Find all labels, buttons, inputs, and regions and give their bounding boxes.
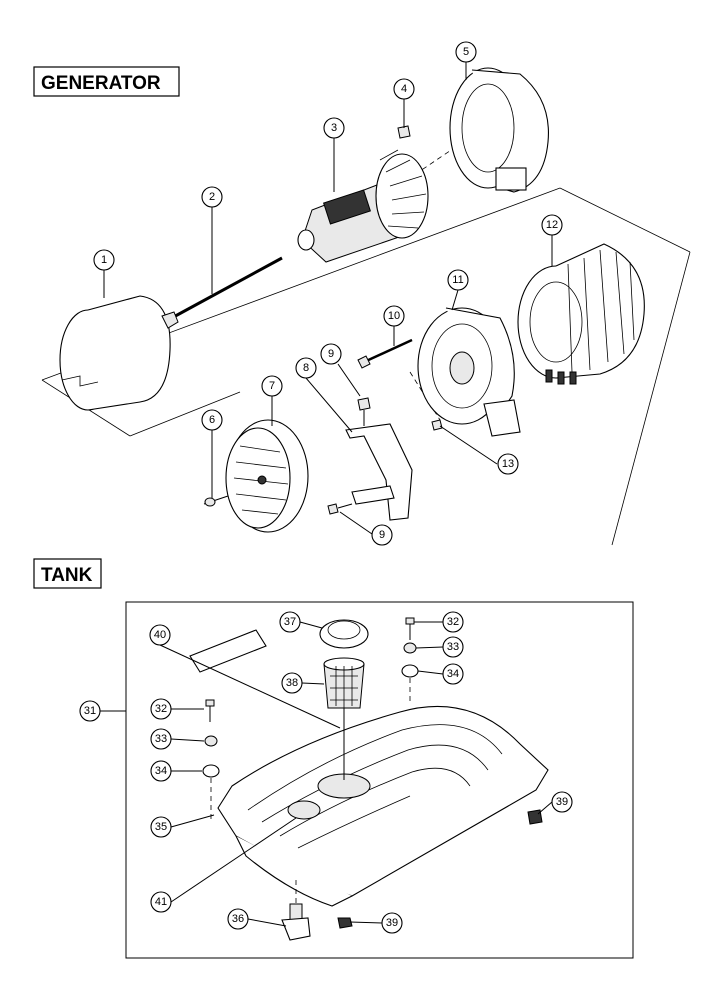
- callout-41: 41: [150, 891, 172, 913]
- svg-text:40: 40: [154, 629, 166, 641]
- svg-text:34: 34: [155, 765, 167, 777]
- svg-text:33: 33: [155, 733, 167, 745]
- part-11-front-bracket: [417, 307, 521, 437]
- svg-text:39: 39: [556, 796, 568, 808]
- part-9-bolt-lower: [327, 503, 353, 515]
- part-7-end-cover: [225, 419, 309, 533]
- callout-34-right: 34: [442, 663, 464, 685]
- callout-40: 40: [149, 624, 171, 646]
- svg-text:4: 4: [401, 83, 407, 95]
- callout-3: 3: [323, 117, 345, 139]
- callout-33-left: 33: [150, 728, 172, 750]
- svg-text:35: 35: [155, 821, 167, 833]
- svg-text:2: 2: [209, 191, 215, 203]
- callout-8: 8: [295, 357, 317, 379]
- svg-text:34: 34: [447, 668, 459, 680]
- tank-title: TANK: [41, 565, 93, 586]
- part-8-mounting-bracket: [345, 423, 413, 521]
- part-33-washer-right: [403, 642, 417, 654]
- callout-11: 11: [447, 269, 469, 291]
- callout-2: 2: [201, 186, 223, 208]
- svg-text:9: 9: [379, 529, 385, 541]
- callout-39-bottom: 39: [381, 912, 403, 934]
- part-33-washer-left: [204, 735, 218, 747]
- callout-33-right: 33: [442, 636, 464, 658]
- part-9-bolt-upper: [357, 397, 371, 426]
- tank-leader-lines: [100, 621, 553, 927]
- svg-text:32: 32: [155, 703, 167, 715]
- part-32-bolt-left: [205, 699, 215, 722]
- callout-10: 10: [383, 305, 405, 327]
- assembly-axis-base: [129, 391, 241, 437]
- part-13-bolt: [431, 419, 443, 431]
- generator-section: GENERATOR: [33, 41, 691, 546]
- callout-7: 7: [261, 375, 283, 397]
- svg-text:31: 31: [84, 705, 96, 717]
- callout-1: 1: [93, 249, 115, 271]
- callout-13: 13: [497, 453, 519, 475]
- svg-text:6: 6: [209, 414, 215, 426]
- generator-leader-lines: [103, 62, 553, 535]
- part-12-stator: [517, 243, 645, 385]
- stator-leads: [545, 369, 577, 385]
- part-34-grommet-left: [202, 764, 220, 778]
- callout-31: 31: [79, 700, 101, 722]
- svg-text:12: 12: [546, 219, 558, 231]
- callout-9-lower: 9: [371, 524, 393, 546]
- generator-title: GENERATOR: [41, 73, 161, 94]
- callout-34-left: 34: [150, 760, 172, 782]
- svg-text:38: 38: [286, 677, 298, 689]
- assembly-axis-upper-end: [559, 187, 691, 253]
- part-5-rear-bracket: [449, 67, 549, 193]
- part-39-foot-bottom: [337, 917, 353, 929]
- part-31-fuel-tank: [217, 705, 549, 907]
- callout-32-right: 32: [442, 611, 464, 633]
- tank-frame: [125, 601, 634, 959]
- generator-title-box: [33, 66, 180, 97]
- svg-text:10: 10: [388, 310, 400, 322]
- svg-text:32: 32: [447, 616, 459, 628]
- callout-4: 4: [393, 78, 415, 100]
- callout-39-right: 39: [551, 791, 573, 813]
- svg-text:7: 7: [269, 380, 275, 392]
- assembly-axis-right: [611, 251, 691, 546]
- svg-text:33: 33: [447, 641, 459, 653]
- callout-12: 12: [541, 214, 563, 236]
- svg-text:11: 11: [452, 274, 463, 286]
- svg-text:37: 37: [284, 616, 296, 628]
- callout-5: 5: [455, 41, 477, 63]
- callout-32-left: 32: [150, 698, 172, 720]
- part-40-label: [189, 629, 267, 673]
- callout-36: 36: [227, 908, 249, 930]
- svg-text:1: 1: [101, 254, 107, 266]
- svg-text:39: 39: [386, 917, 398, 929]
- svg-text:5: 5: [463, 46, 469, 58]
- svg-text:13: 13: [502, 458, 514, 470]
- part-2-through-bolt: [161, 256, 283, 329]
- svg-text:3: 3: [331, 122, 337, 134]
- part-34-grommet-right: [401, 664, 419, 678]
- callout-37: 37: [279, 611, 301, 633]
- part-36-fuel-cock: [281, 880, 311, 941]
- part-32-bolt-right: [405, 617, 415, 640]
- svg-text:41: 41: [155, 896, 167, 908]
- callout-35: 35: [150, 816, 172, 838]
- tank-title-box: [33, 558, 102, 589]
- part-3-rotor: [297, 149, 429, 263]
- part-1-cover-band: [59, 295, 171, 411]
- part-38-strainer: [323, 657, 365, 709]
- rotor-fan: [375, 149, 429, 239]
- svg-text:9: 9: [328, 348, 334, 360]
- part-10-stud-bolt: [357, 338, 413, 369]
- tank-section: TANK: [33, 558, 634, 959]
- callout-38: 38: [281, 672, 303, 694]
- part-4-bolt: [397, 122, 411, 139]
- svg-text:8: 8: [303, 362, 309, 374]
- callout-9-upper: 9: [320, 343, 342, 365]
- svg-text:36: 36: [232, 913, 244, 925]
- part-37-fuel-cap: [319, 619, 369, 649]
- callout-6: 6: [201, 409, 223, 431]
